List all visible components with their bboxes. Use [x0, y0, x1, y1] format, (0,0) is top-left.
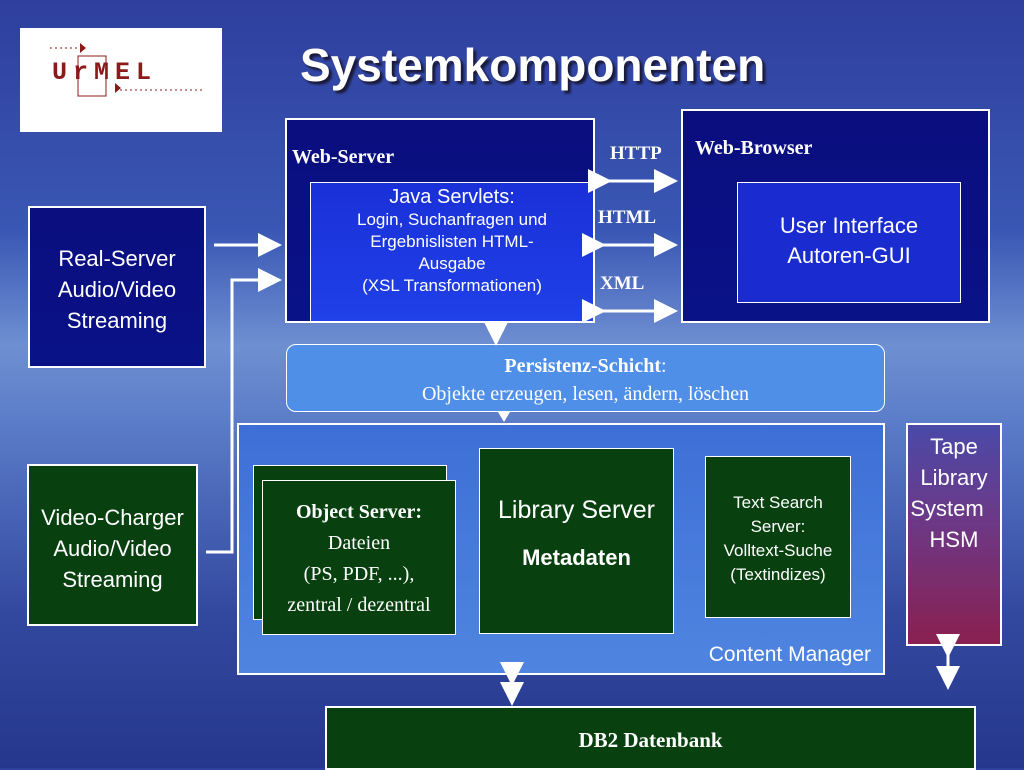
servlets-line3: Ausgabe: [418, 254, 486, 273]
text-search-line4: (Textindizes): [730, 565, 826, 584]
ui-line1: User Interface: [779, 213, 919, 238]
page-title: Systemkomponenten: [300, 39, 766, 91]
real-server-line3: Streaming: [66, 308, 168, 333]
tape-line2: Library: [920, 465, 988, 490]
text-search-box: Text Search Server: Volltext-Suche (Text…: [705, 456, 851, 618]
persistenz-title: Persistenz-Schicht: [504, 355, 662, 377]
db2-label: DB2 Datenbank: [578, 728, 723, 752]
tape-line1: Tape: [930, 434, 978, 459]
video-charger-line2: Audio/Video: [53, 536, 172, 561]
servlets-title: Java Servlets:: [389, 186, 515, 208]
library-server-box: Library Server Metadaten: [479, 448, 674, 634]
text-search-line3: Volltext-Suche: [723, 541, 833, 560]
object-server-box: Object Server: Dateien (PS, PDF, ...), z…: [262, 480, 456, 635]
object-server-line1: Dateien: [327, 532, 391, 554]
servlets-line2: Ergebnislisten HTML-: [370, 232, 534, 251]
urmel-logo: UrMEL: [20, 28, 222, 132]
servlets-box: Java Servlets: Login, Suchanfragen und E…: [310, 182, 594, 322]
library-server-line2: Metadaten: [522, 545, 631, 570]
video-charger-box: Video-Charger Audio/Video Streaming: [27, 464, 198, 626]
persistenz-colon: :: [661, 355, 667, 377]
db2-box: DB2 Datenbank: [325, 706, 976, 770]
real-server-line2: Audio/Video: [57, 277, 177, 302]
servlets-line4: (XSL Transformationen): [362, 276, 542, 295]
html-label: HTML: [598, 207, 657, 228]
tape-library-box: Tape Library System HSM: [906, 423, 1002, 646]
xml-label: XML: [600, 273, 645, 294]
tape-line4: HSM: [929, 527, 979, 552]
web-browser-label: Web-Browser: [695, 137, 813, 159]
real-server-line1: Real-Server: [58, 246, 176, 271]
logo-text: UrMEL: [52, 58, 158, 87]
video-charger-line3: Streaming: [62, 567, 163, 592]
servlets-line1: Login, Suchanfragen und: [357, 210, 547, 229]
tape-line3: System: [910, 496, 984, 521]
real-server-box: Real-Server Audio/Video Streaming: [28, 206, 206, 368]
ui-line2: Autoren-GUI: [787, 243, 911, 268]
logo-graphic: [50, 43, 205, 97]
persistenz-box: Persistenz-Schicht: Objekte erzeugen, le…: [286, 344, 885, 412]
object-server-line3: zentral / dezentral: [287, 594, 431, 616]
text-search-line1: Text Search: [733, 493, 823, 512]
user-interface-box: User Interface Autoren-GUI: [737, 182, 961, 303]
library-server-line1: Library Server: [498, 496, 655, 524]
text-search-line2: Server:: [750, 517, 806, 536]
object-server-title: Object Server:: [295, 501, 423, 523]
content-manager-label: Content Manager: [708, 643, 871, 666]
persistenz-text: Objekte erzeugen, lesen, ändern, löschen: [421, 383, 750, 405]
web-server-label: Web-Server: [292, 146, 395, 168]
http-label: HTTP: [610, 143, 662, 164]
object-server-line2: (PS, PDF, ...),: [303, 563, 415, 585]
video-charger-line1: Video-Charger: [41, 505, 184, 530]
